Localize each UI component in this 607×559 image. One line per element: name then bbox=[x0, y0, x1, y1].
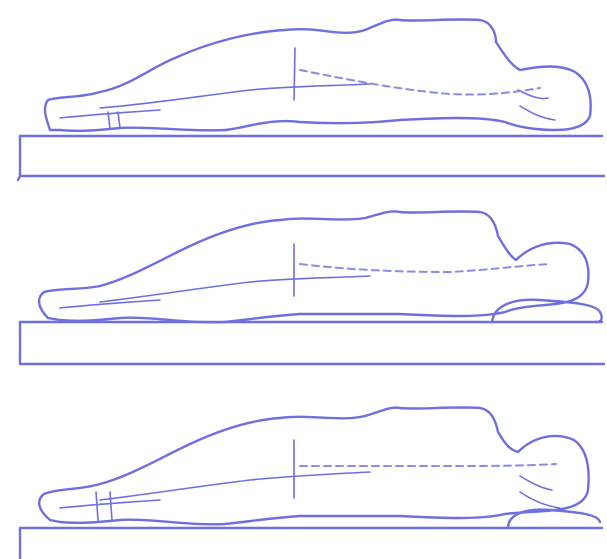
panel-1-head-line bbox=[518, 90, 555, 120]
panel-1-arm-line bbox=[100, 84, 370, 108]
panel-3-correct-pillow bbox=[20, 407, 602, 559]
panel-1-no-pillow bbox=[18, 19, 604, 180]
panel-1-hip-line bbox=[294, 48, 295, 100]
panel-2-arm-line bbox=[100, 276, 370, 302]
panel-3-head-line bbox=[520, 476, 560, 508]
panel-2-mattress bbox=[20, 322, 604, 364]
panel-1-leg-line bbox=[60, 110, 160, 118]
panel-3-feet bbox=[96, 492, 112, 520]
panel-3-mattress bbox=[20, 528, 602, 559]
panel-1-body-outline bbox=[45, 19, 591, 130]
panel-2-high-pillow bbox=[20, 211, 604, 364]
panel-1-mattress bbox=[18, 136, 604, 180]
panel-3-arm-line bbox=[100, 472, 370, 500]
panel-2-spine-line bbox=[300, 264, 550, 272]
panel-3-spine-line bbox=[300, 464, 556, 466]
panel-1-spine-line bbox=[300, 70, 540, 95]
